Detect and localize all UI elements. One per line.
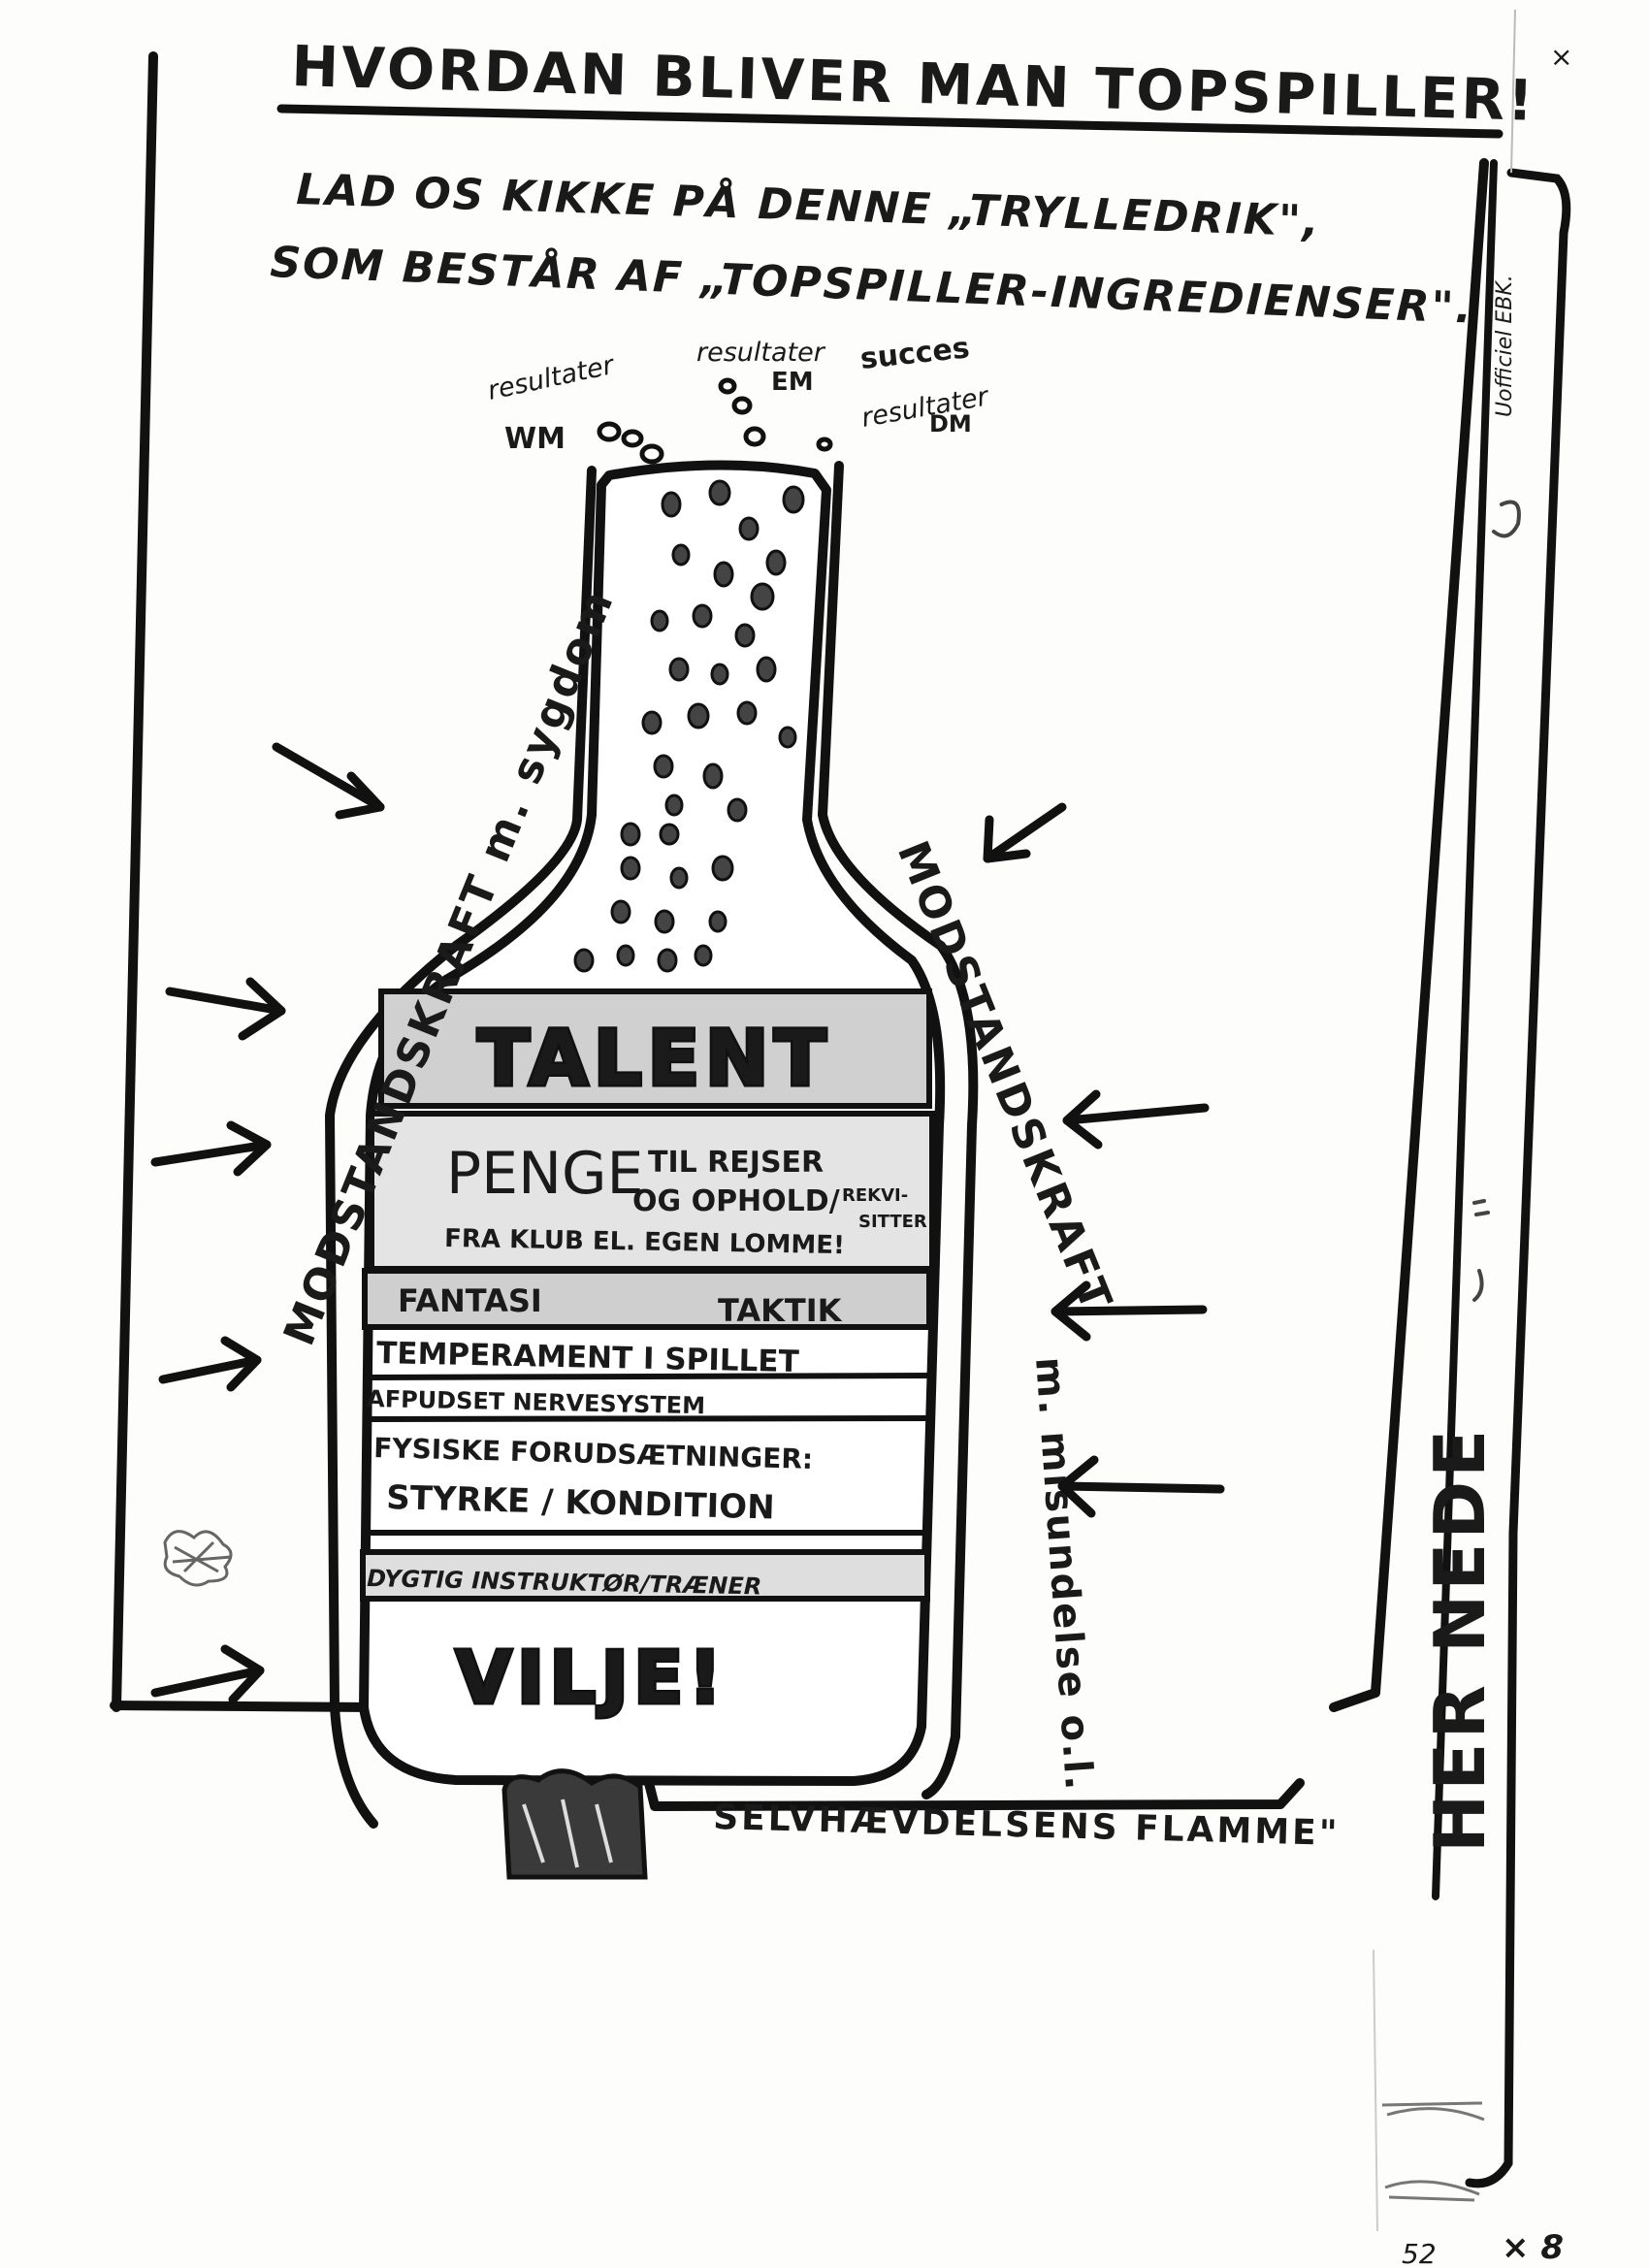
page-crease-line — [1510, 9, 1516, 174]
label-resultater-3: resultater — [859, 381, 992, 434]
frame-outer-right-line — [1432, 159, 1498, 1900]
layer-penge-band — [369, 1111, 935, 1272]
bottom-scribble — [1381, 2101, 1485, 2202]
side-page-edge — [1465, 168, 1571, 2188]
bottom-page-number: 52 — [1402, 2238, 1437, 2268]
margin-note: Uofficiel EBK. — [1493, 275, 1517, 417]
layer-talent-band — [378, 988, 932, 1109]
arrow-right-1 — [983, 802, 1067, 863]
force-right-lower-label: m. misundelse o.l. — [1026, 1355, 1101, 1793]
arrows-left — [150, 742, 385, 1704]
arrows-right — [983, 802, 1225, 1518]
layer-penge-line-3: FRA KLUB EL. EGEN LOMME! — [444, 1224, 845, 1260]
label-em: EM — [771, 368, 814, 397]
top-x-mark: × — [1550, 41, 1572, 73]
top-bubbles — [597, 377, 833, 465]
bubble-labels: resultater WM resultater EM succes resul… — [485, 331, 992, 456]
layer-divider-1 — [366, 1373, 930, 1380]
layer-talent: TALENT — [478, 1016, 832, 1103]
layer-penge-line-2: OG OPHOLD/ — [632, 1184, 840, 1218]
frame-left-line — [112, 51, 158, 1712]
label-succes: succes — [858, 331, 971, 376]
label-resultater-2: resultater — [696, 338, 826, 368]
layer-fantasi: FANTASI — [398, 1282, 542, 1319]
label-wm: WM — [504, 422, 566, 456]
bottle: TALENT PENGE TIL REJSER OG OPHOLD/ REKVI… — [324, 460, 979, 1829]
layer-fantasi-band — [362, 1268, 932, 1330]
intro-line-1: LAD OS KIKKE PÅ DENNE „TRYLLEDRIK", — [296, 163, 1322, 246]
layer-rekvi-1: REKVI- — [842, 1185, 908, 1206]
arrow-left-2 — [165, 977, 286, 1041]
label-resultater-1: resultater — [485, 350, 618, 406]
arrow-left-1 — [272, 742, 385, 820]
arrow-right-4 — [1057, 1455, 1225, 1518]
arrow-left-5 — [150, 1644, 265, 1704]
arrow-left-3 — [150, 1120, 272, 1177]
label-dm: DM — [929, 410, 972, 437]
margin-scribble — [163, 1530, 233, 1587]
flame-icon — [501, 1768, 648, 1880]
bottom-x8-mark: × 8 — [1502, 2228, 1564, 2267]
neck-bubbles — [573, 479, 805, 973]
intro-line-2: SOM BESTÅR AF „TOPSPILLER-INGREDIENSER". — [270, 236, 1474, 334]
arrow-left-4 — [158, 1336, 262, 1392]
layer-penge-line-1: TIL REJSER — [648, 1146, 824, 1180]
her-nede-label: HER NEDE — [1419, 1426, 1501, 1853]
bottle-outer-outline-right — [817, 461, 979, 1799]
layer-vilje: VILJE! — [456, 1636, 728, 1720]
layer-instruktor-band — [360, 1549, 930, 1602]
layer-penge: PENGE — [446, 1140, 643, 1208]
layer-divider-2 — [366, 1415, 930, 1422]
layer-taktik: TAKTIK — [718, 1292, 843, 1329]
arrow-right-3 — [1051, 1280, 1208, 1342]
bottle-outer-outline — [324, 466, 597, 1829]
layer-rekvi-2: SITTER — [858, 1212, 927, 1232]
arrow-right-2 — [1062, 1089, 1210, 1150]
page-crease-line-bottom — [1373, 1949, 1378, 2232]
side-marks — [1472, 500, 1521, 1302]
frame-right-line — [1329, 158, 1489, 1712]
title-underline — [276, 104, 1504, 139]
